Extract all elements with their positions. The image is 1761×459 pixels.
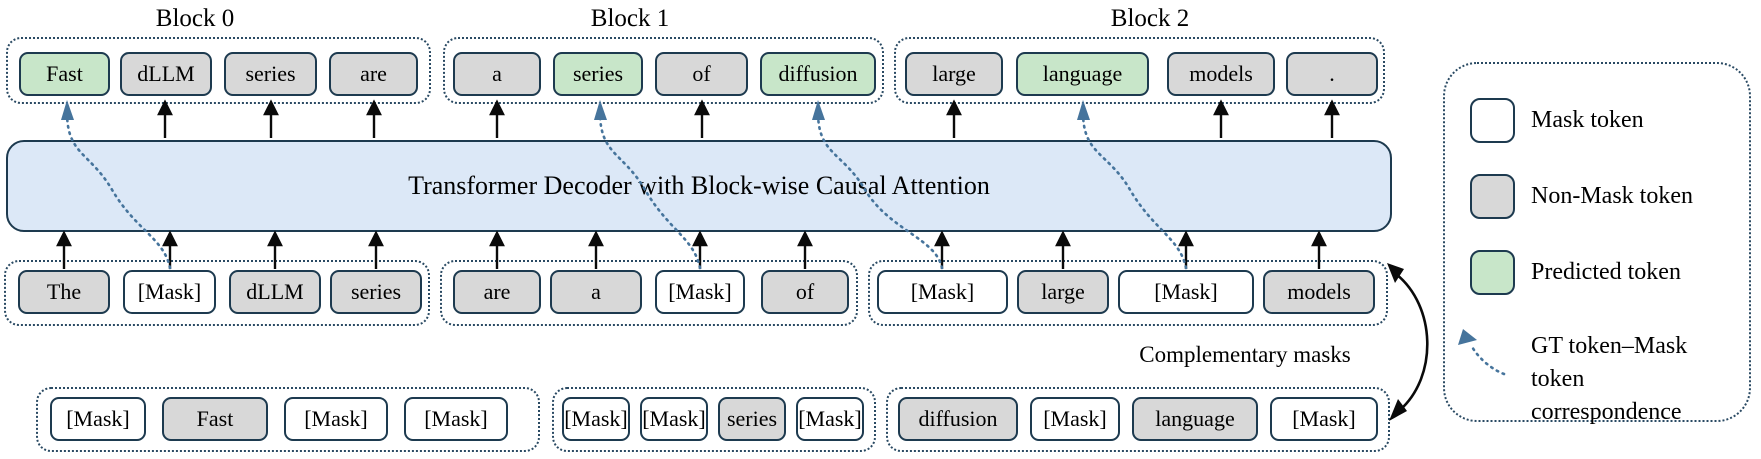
complementary-masks-label: Complementary masks bbox=[1139, 342, 1351, 367]
input-token: [Mask] bbox=[655, 270, 745, 314]
input-token: of bbox=[761, 270, 849, 314]
complementary-token: [Mask] bbox=[1030, 397, 1120, 441]
input-token: The bbox=[18, 270, 110, 314]
block-1-label: Block 1 bbox=[590, 5, 670, 32]
complementary-block-1-group bbox=[552, 387, 876, 452]
output-token: models bbox=[1167, 52, 1275, 96]
output-token: series bbox=[224, 52, 317, 96]
complementary-token: [Mask] bbox=[796, 397, 864, 441]
input-block-0-group bbox=[4, 260, 430, 326]
output-token: are bbox=[329, 52, 418, 96]
block-2-label: Block 2 bbox=[1110, 5, 1190, 32]
complementary-token: [Mask] bbox=[562, 397, 630, 441]
non-mask-token-swatch bbox=[1470, 174, 1515, 219]
output-token: dLLM bbox=[120, 52, 212, 96]
block-0-label: Block 0 bbox=[155, 5, 235, 32]
input-token: [Mask] bbox=[1118, 270, 1254, 314]
complementary-token: [Mask] bbox=[1270, 397, 1378, 441]
mask-token-swatch bbox=[1470, 98, 1515, 143]
input-token: a bbox=[550, 270, 642, 314]
non-mask-token-label: Non-Mask token bbox=[1531, 183, 1693, 209]
output-block-0-group bbox=[6, 37, 431, 104]
input-token: are bbox=[453, 270, 541, 314]
input-token: dLLM bbox=[229, 270, 321, 314]
output-block-1-group bbox=[443, 37, 884, 104]
predicted-token-label: Predicted token bbox=[1531, 259, 1681, 285]
mask-token-label: Mask token bbox=[1531, 107, 1644, 133]
swap-arrow bbox=[1387, 263, 1429, 421]
output-token: series bbox=[553, 52, 643, 96]
input-token: models bbox=[1263, 270, 1375, 314]
complementary-token: [Mask] bbox=[404, 397, 508, 441]
complementary-token: diffusion bbox=[898, 397, 1018, 441]
complementary-token: series bbox=[718, 397, 786, 441]
output-token: Fast bbox=[19, 52, 110, 96]
legend-box: Mask token Non-Mask token Predicted toke… bbox=[1443, 62, 1751, 425]
predicted-token-swatch bbox=[1470, 250, 1515, 295]
input-token: [Mask] bbox=[123, 270, 216, 314]
transformer-decoder-label: Transformer Decoder with Block-wise Caus… bbox=[408, 171, 990, 200]
complementary-token: [Mask] bbox=[640, 397, 708, 441]
gt-correspondence-label: GT token–Mask token correspondence bbox=[1531, 333, 1688, 425]
input-token: large bbox=[1017, 270, 1109, 314]
output-block-2-group bbox=[894, 37, 1385, 104]
output-token: diffusion bbox=[760, 52, 876, 96]
input-token: [Mask] bbox=[877, 270, 1008, 314]
complementary-block-0-group bbox=[36, 387, 540, 452]
complementary-token: [Mask] bbox=[284, 397, 388, 441]
output-token: a bbox=[453, 52, 541, 96]
output-arrows bbox=[157, 99, 1340, 138]
complementary-token: [Mask] bbox=[50, 397, 146, 441]
input-token: series bbox=[330, 270, 422, 314]
output-token: large bbox=[905, 52, 1003, 96]
output-token: . bbox=[1286, 52, 1378, 96]
output-token: language bbox=[1016, 52, 1149, 96]
complementary-token: Fast bbox=[162, 397, 268, 441]
output-token: of bbox=[655, 52, 748, 96]
complementary-token: language bbox=[1132, 397, 1258, 441]
transformer-decoder-box: Transformer Decoder with Block-wise Caus… bbox=[6, 140, 1392, 232]
